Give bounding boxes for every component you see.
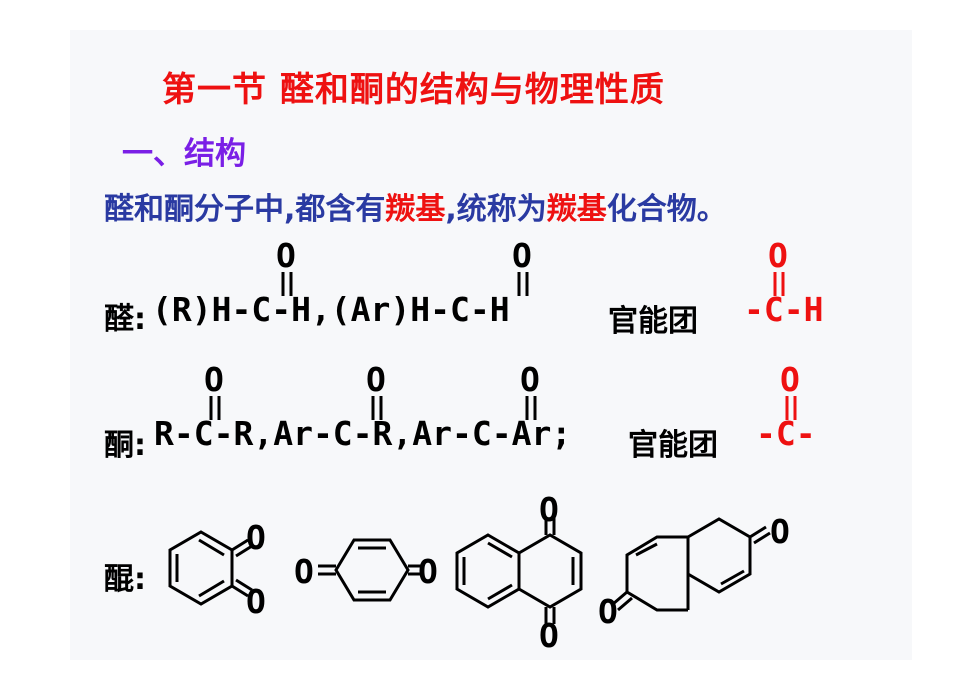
aldehyde-label: 醛:: [104, 302, 146, 337]
naphthoquinone-oxygen-1: O: [539, 490, 559, 529]
ketone-functional-group: -C-: [756, 414, 816, 453]
bicyclic-dione-structure: [612, 517, 771, 612]
section-heading: 一、结构: [122, 136, 246, 172]
p-benzoquinone-structure: [318, 538, 424, 602]
page-title: 第一节 醛和酮的结构与物理性质: [162, 70, 665, 110]
bicyclic-oxygen-2: O: [598, 592, 618, 631]
aldehyde-group-oxygen: O: [768, 236, 788, 275]
intro-part-2: ,统称为: [445, 192, 547, 227]
quinone-label: 醌:: [104, 562, 146, 597]
o-benzoquinone-structure: [168, 530, 253, 606]
functional-group-double-bonds: [773, 272, 797, 420]
intro-part-3: 化合物。: [606, 192, 727, 227]
o-quinone-oxygen-2: O: [246, 582, 266, 621]
intro-term-carbonyl: 羰基: [385, 192, 446, 227]
ketone-group-label: 官能团: [628, 428, 718, 463]
aldehyde-oxygen-2: O: [512, 236, 532, 275]
ketone-label: 酮:: [104, 428, 146, 463]
aldehyde-group-label: 官能团: [608, 304, 698, 339]
bicyclic-oxygen-1: O: [770, 512, 790, 551]
p-quinone-oxygen-1: O: [294, 552, 314, 591]
naphthoquinone-oxygen-2: O: [539, 616, 559, 655]
carbonyl-double-bonds: [209, 272, 537, 420]
aldehyde-functional-group: -C-H: [744, 290, 824, 329]
aldehyde-oxygen-1: O: [276, 236, 296, 275]
ketone-group-oxygen: O: [780, 360, 800, 399]
ketone-oxygen-2: O: [366, 360, 386, 399]
o-quinone-oxygen-1: O: [246, 518, 266, 557]
naphthoquinone-structure: [455, 518, 583, 624]
ketone-formula: R-C-R,Ar-C-R,Ar-C-Ar;: [154, 414, 572, 453]
ketone-oxygen-3: O: [520, 360, 540, 399]
intro-term-carbonyl-2: 羰基: [546, 192, 607, 227]
aldehyde-formula: (R)H-C-H,(Ar)H-C-H: [152, 290, 510, 329]
slide-background: [70, 30, 912, 660]
ketone-oxygen-1: O: [204, 360, 224, 399]
intro-part-1: 醛和酮分子中,都含有: [104, 192, 386, 227]
p-quinone-oxygen-2: O: [418, 552, 438, 591]
intro-sentence: 醛和酮分子中,都含有羰基,统称为羰基化合物。: [104, 184, 727, 228]
